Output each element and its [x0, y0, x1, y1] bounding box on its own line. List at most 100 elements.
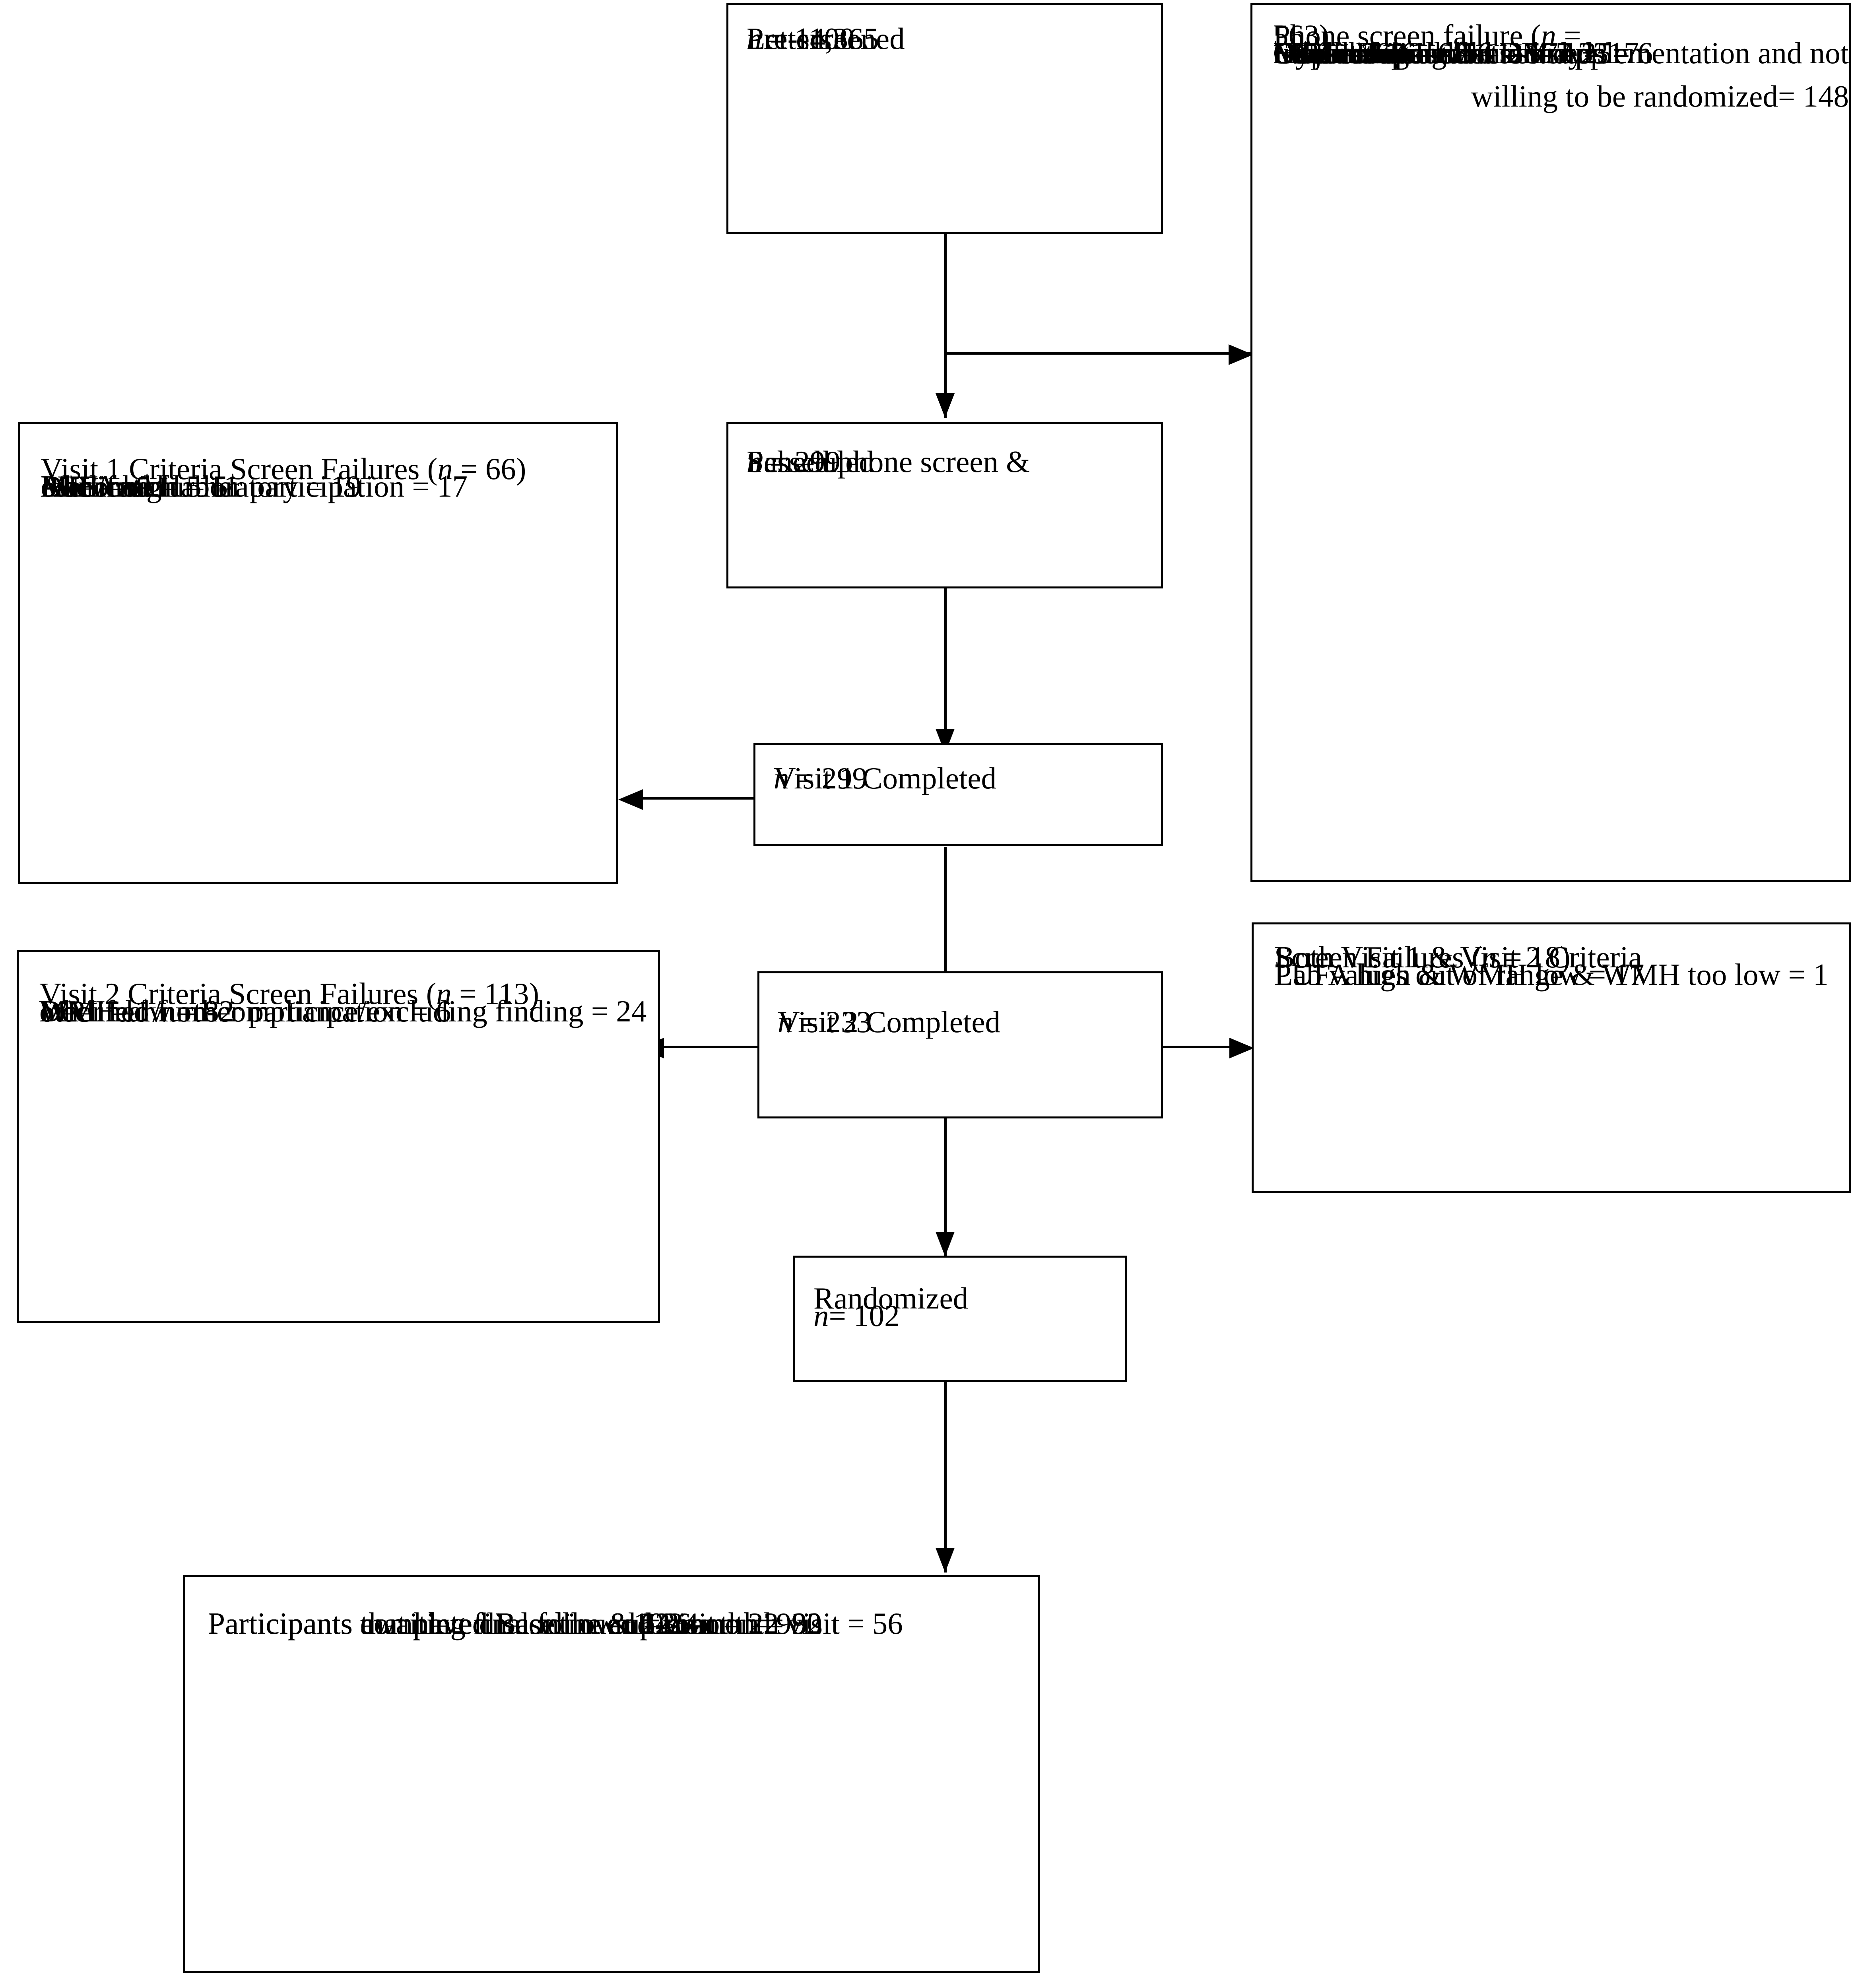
letters-line-2: n = 14,365 — [747, 17, 879, 60]
arrowhead-visit2-to-both-failures — [1229, 1038, 1254, 1058]
node-letters: Letters n = 14,365 Pre-screened n = 1100 — [726, 3, 1163, 234]
visit2-failures-reason: other = 1 — [39, 994, 150, 1028]
both-failures-title-line-2: Screen Failures (n = 18) — [1274, 936, 1571, 979]
outcome-item: Participants awaiting final follow up vi… — [208, 1606, 779, 1640]
arrowhead-visit2-to-randomized — [936, 1232, 955, 1256]
phone-failure-reason: Major Depression = 5 — [1273, 36, 1541, 70]
passed-n-symbol: n — [747, 445, 762, 479]
randomized-n-symbol: n — [813, 1299, 829, 1333]
outcome-item: Participants completed Baseline = 102 — [208, 1606, 679, 1640]
visit1-failures-reason: Medication = 5 — [41, 469, 228, 503]
outcome-item: Participants completed Baseline and 36-m… — [208, 1606, 903, 1640]
phone-failure-title: Phone screen failure (n = — [1273, 14, 1581, 57]
visit2-completed-line-2: n = 233 — [778, 1000, 872, 1044]
randomized-line-2: n= 102 — [813, 1294, 900, 1338]
connector-letters-to-phone-failure — [944, 352, 1250, 355]
connector-visit1-to-failures — [638, 797, 753, 800]
node-visit2-completed: Visit 2 Completed n = 233 — [757, 971, 1163, 1118]
visit2-completed-n-symbol: n — [778, 1005, 793, 1039]
phone-failure-n-symbol: n — [1541, 18, 1556, 52]
phone-failure-reason: Stroke = 16 — [1273, 36, 1416, 70]
phone-failure-reason: CNS disease = 16 — [1273, 36, 1492, 70]
both-failures-title-line-1: Both Visit 1 & Visit 2 Criteria — [1274, 940, 1642, 974]
visit1-failures-reason: PUFA high = 11 — [41, 469, 239, 503]
arrowhead-randomized-to-outcomes — [936, 1548, 955, 1573]
visit1-completed-line-2: n = 299 — [774, 757, 868, 800]
outcome-item: Participants completed Baseline & 24-mon… — [208, 1606, 822, 1640]
letters-line-1: Letters — [747, 21, 832, 56]
visit2-failures-title: Visit 2 Criteria Screen Failures (n = 11… — [39, 972, 539, 1015]
phone-failure-reason: Dementing illness = 17 — [1273, 36, 1559, 70]
phone-failure-title-b: = — [1556, 18, 1581, 52]
visit2-completed-line-1: Visit 2 Completed — [778, 1005, 1001, 1039]
passed-line-3: n = 299 — [747, 440, 841, 483]
randomized-n-value: = 102 — [829, 1299, 900, 1333]
phone-failure-reason: Medication= 68 — [1273, 36, 1468, 70]
letters-prescreened-n-value: = 1100 — [762, 21, 855, 56]
visit2-completed-n-value: = 233 — [793, 1005, 872, 1039]
visit2-failures-reason: WMH low = 82 — [39, 994, 235, 1028]
outcome-item: Participants completed Baseline & 6-mont… — [208, 1606, 807, 1640]
passed-line-1: Passed phone screen & — [747, 445, 1030, 479]
both-failures-reason: Lab values out of range & WMH too low = … — [1274, 957, 1829, 992]
connector-visit2-to-both-failures — [1133, 1046, 1231, 1048]
connector-visit2-to-failures — [660, 1046, 757, 1048]
both-failures-n-symbol: n — [1481, 940, 1497, 974]
phone-failure-reason: Cancer = 42 — [1273, 36, 1423, 70]
connector-randomized-to-outcomes — [944, 1382, 947, 1573]
node-both-visit-screen-failures: Both Visit 1 & Visit 2 Criteria Screen F… — [1252, 922, 1851, 1193]
visit1-failures-reason: Declined further participation = 17 — [41, 469, 468, 503]
letters-line-3: Pre-screened — [747, 21, 905, 56]
phone-failure-reason: MRI contraindication= 133 — [1273, 36, 1609, 70]
visit1-failures-n-symbol: n — [437, 452, 453, 486]
visit2-failures-title-b: = 113) — [451, 977, 539, 1011]
passed-n-value: = 299 — [762, 445, 841, 479]
both-failures-title-a: Screen Failures ( — [1274, 940, 1482, 974]
visit1-failures-title-a: Visit 1 Criteria Screen Failures ( — [41, 452, 438, 486]
node-phone-screen-failure: Phone screen failure (n = 563) Taking fi… — [1250, 3, 1851, 882]
node-passed-phone-screen: Passed phone screen & Scheduled n = 299 — [726, 422, 1163, 588]
phone-failure-reason: Hypertension with 2+meds = 6 — [1273, 36, 1653, 70]
visit2-failures-reason: MRI fear/non-compliance/excluding findin… — [39, 994, 647, 1028]
connector-visit1-to-visit2 — [944, 847, 947, 1018]
phone-failure-reason: Insulin dependent DM = 25 — [1273, 36, 1612, 70]
passed-line-2: Scheduled — [747, 445, 874, 479]
connector-passed-to-visit1 — [944, 586, 947, 753]
arrowhead-letters-to-passed — [936, 393, 955, 418]
node-visit1-completed: Visit 1 Completed n = 299 — [753, 743, 1163, 846]
phone-failure-reason: Enrolled in another study= 17 — [1273, 36, 1639, 70]
randomized-line-1: Randomized — [813, 1281, 969, 1315]
outcome-item: Participants that have discontinued = 24 — [208, 1606, 699, 1640]
phone-failure-reason: Taking fish oil supplementation and not … — [1362, 36, 1849, 114]
outcome-item: Participants completed Baseline & 12-mon… — [208, 1606, 822, 1640]
visit1-failures-reason: MRI fear = 5 — [41, 469, 202, 503]
connector-letters-to-passed — [944, 233, 947, 418]
node-visit1-screen-failures: Visit 1 Criteria Screen Failures (n = 66… — [18, 422, 618, 884]
visit2-failures-title-a: Visit 2 Criteria Screen Failures ( — [39, 977, 437, 1011]
visit1-completed-n-value: = 299 — [789, 761, 868, 795]
arrowhead-letters-to-phone-failure — [1229, 344, 1253, 365]
letters-n-value: = 14,365 — [762, 21, 879, 56]
phone-failure-reason: Other serious illness = 7 — [1273, 36, 1571, 70]
node-participant-outcomes: Participants completed Baseline = 102 Pa… — [183, 1575, 1040, 1973]
both-failures-reason: PUFA high & WMH low = 17 — [1274, 957, 1644, 992]
letters-n-symbol: n — [747, 21, 762, 56]
node-randomized: Randomized n= 102 — [793, 1256, 1127, 1382]
phone-failure-reason: Other = 63 — [1273, 36, 1406, 70]
letters-prescreened-n-symbol: n — [747, 21, 762, 56]
visit2-failures-reason: Declined further participation = 6 — [39, 994, 451, 1028]
connector-visit2-to-randomized — [944, 1097, 947, 1256]
phone-failure-title-c: 563) — [1273, 18, 1330, 52]
arrowhead-visit1-to-failures — [618, 789, 643, 810]
both-failures-title-b: = 18) — [1497, 940, 1571, 974]
phone-failure-title-a: Phone screen failure ( — [1273, 18, 1541, 52]
visit2-failures-n-symbol: n — [436, 977, 452, 1011]
node-visit2-screen-failures: Visit 2 Criteria Screen Failures (n = 11… — [17, 950, 660, 1323]
visit1-failures-reason: other = 9 — [41, 469, 151, 503]
visit1-failures-reason: Abnormal laboratory = 19 — [41, 469, 361, 503]
visit1-completed-line-1: Visit 1 Completed — [774, 761, 997, 795]
visit1-completed-n-symbol: n — [774, 761, 789, 795]
visit1-failures-title: Visit 1 Criteria Screen Failures (n = 66… — [41, 447, 526, 491]
letters-line-4: n = 1100 — [747, 17, 855, 60]
